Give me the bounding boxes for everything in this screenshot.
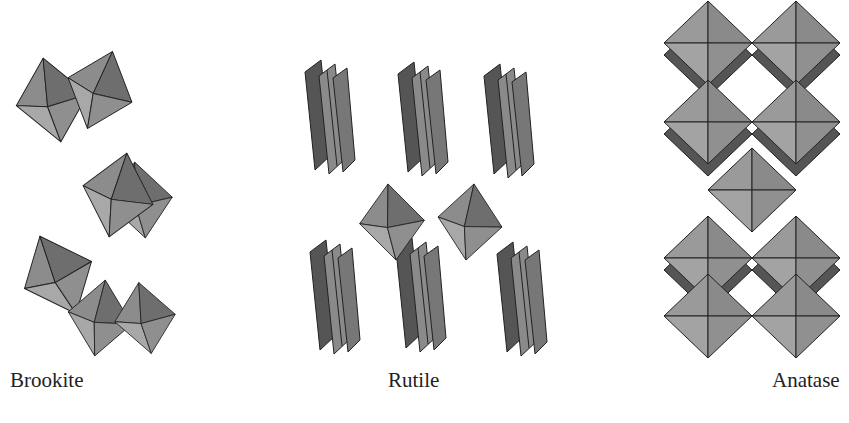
figure-label: Brookite <box>8 368 86 393</box>
figure-label: Rutile <box>386 368 441 393</box>
figure-label: Anatase <box>770 368 842 393</box>
brookite-figure <box>7 41 181 360</box>
rutile-figure <box>305 60 547 356</box>
anatase-figure <box>664 1 840 358</box>
